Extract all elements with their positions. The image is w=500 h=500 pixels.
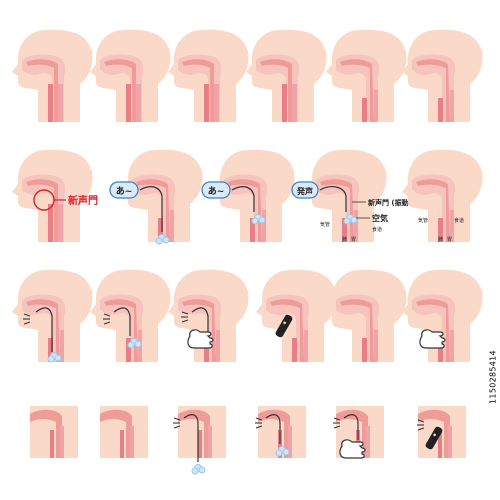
row-1 (12, 29, 483, 123)
label-shin-seimon-shindou: 新声門 (振動) (368, 198, 412, 207)
tube-icon (265, 414, 281, 444)
speech-a: あ~ (208, 186, 225, 197)
head-profile-icon (402, 149, 483, 242)
speech-bubble-icon (109, 181, 139, 199)
label-i: 胃 (351, 237, 356, 243)
row-3 (12, 269, 483, 363)
head-profile-icon (402, 29, 483, 123)
hand-icon (339, 439, 366, 459)
tube-icon (343, 414, 359, 440)
head-profile-icon (326, 29, 407, 123)
label-kuuki: 空気 (372, 213, 388, 223)
speech-hassei: 発声 (296, 186, 313, 196)
tube-icon (35, 307, 53, 352)
speech-bubble-icon (291, 181, 319, 199)
label-shokudou: 食道 (454, 217, 464, 224)
label-hai: 肺 (342, 237, 347, 243)
neck-profile-icon (178, 406, 226, 458)
sound-lines-icon (172, 417, 181, 429)
row-2: 新声門 あ~ あ~ 発声 新声門 (振動) 空気 気管 食道 肺 胃 気管 食道… (12, 149, 483, 245)
head-profile-icon (90, 29, 171, 123)
neck-profile-icon (30, 406, 78, 458)
label-shokudou: 食道 (372, 226, 382, 233)
stock-id: 1150285414 (488, 350, 497, 404)
head-profile-icon (12, 29, 93, 123)
air-bubble-icon (191, 464, 206, 475)
tube-icon (183, 414, 199, 462)
label-i: 胃 (447, 237, 452, 243)
tube-icon (113, 307, 131, 336)
label-kikan: 気管 (418, 217, 428, 224)
speech-bubble-icon (201, 181, 231, 199)
head-profile-icon (168, 29, 249, 123)
tube-icon (231, 186, 255, 212)
tube-icon (139, 186, 163, 232)
label-shin-seimon: 新声門 (68, 194, 98, 207)
stock-id-strip: 1150285414 (487, 262, 498, 492)
head-profile-icon (246, 29, 327, 123)
neck-profile-icon (100, 406, 148, 458)
label-hai: 肺 (438, 237, 443, 243)
row-4 (30, 406, 466, 475)
tube-icon (191, 307, 209, 332)
label-kikan: 気管 (320, 221, 330, 228)
hand-icon (187, 329, 214, 349)
hand-icon (419, 329, 446, 349)
head-profile-icon (256, 269, 337, 362)
speech-a: あ~ (116, 186, 133, 197)
head-profile-icon (326, 269, 407, 362)
tube-icon (319, 186, 347, 212)
